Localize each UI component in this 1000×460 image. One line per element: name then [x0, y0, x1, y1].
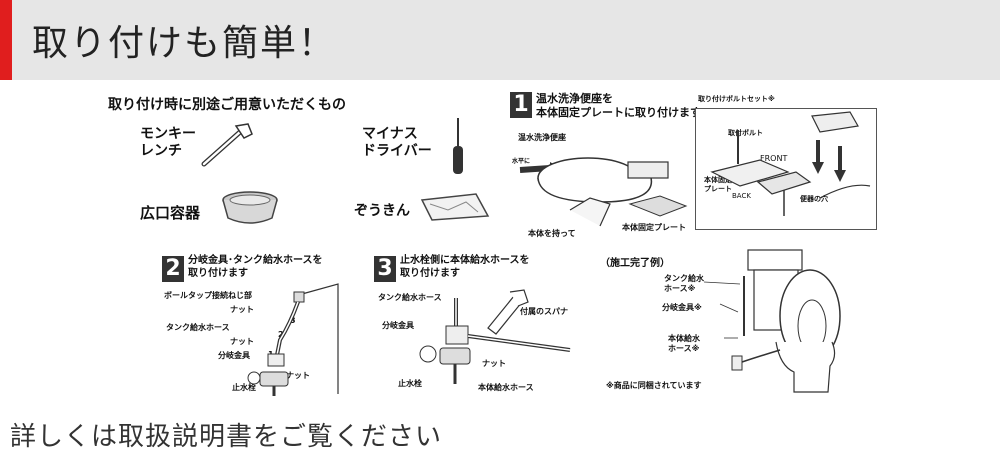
example-body-hose-label: 本体給水 ホース※: [668, 334, 700, 353]
nut1-label: ナット: [230, 305, 254, 314]
cloth-label: ぞうきん: [354, 203, 410, 219]
example-leader-lines: [703, 281, 741, 339]
hole-label: 便器の穴: [800, 195, 828, 203]
header-accent: [0, 0, 12, 80]
nut2-label: ナット: [230, 337, 254, 346]
page-title: 取り付けも簡単！: [32, 23, 337, 64]
nut-label-3: ナット: [482, 359, 506, 368]
bolt-label: 取付ボルト: [728, 129, 763, 137]
example-branch-label: 分岐金具※: [662, 303, 702, 312]
branch-label: 分岐金具: [218, 351, 250, 360]
tank-hose-label: タンク給水ホース: [166, 323, 230, 332]
stop-valve-label-3: 止水栓: [398, 379, 422, 388]
nut3-label: ナット: [286, 371, 310, 380]
toilet-illustration: [731, 249, 841, 393]
step2-n3: 3: [290, 316, 296, 325]
step3-title: 止水栓側に本体給水ホースを 取り付けます: [400, 255, 530, 279]
screwdriver-icon: [453, 118, 463, 174]
tank-hose-label-3: タンク給水ホース: [378, 293, 442, 302]
body-hose-label: 本体給水ホース: [478, 383, 534, 392]
back-label: BACK: [732, 192, 751, 200]
header-bar: 取り付けも簡単！: [0, 0, 1000, 80]
screwdriver-label: マイナス ドライバー: [362, 126, 432, 159]
step2-title: 分岐金具･タンク給水ホースを 取り付けます: [188, 255, 323, 279]
example-note: ※商品に同梱されています: [606, 381, 702, 390]
stop-valve-label-2: 止水栓: [232, 383, 256, 392]
installation-figure: 取り付け時に別途ご用意いただくもの モンキー レンチ マイナス ドライバー 広口…: [100, 88, 880, 398]
step1-number: 1: [510, 92, 532, 118]
horizontal-label: 水平に: [512, 158, 531, 165]
step2-number: 2: [162, 256, 184, 282]
plate-label: 本体固定プレート: [622, 223, 686, 232]
step2-illustration: [247, 283, 339, 396]
ball-tap-label: ボールタップ接続ねじ部: [164, 291, 252, 300]
bolt-set-label: 取り付けボルトセット※: [698, 95, 775, 103]
step2-n2: 2: [278, 330, 284, 339]
container-label: 広口容器: [140, 204, 201, 222]
footer-note: 詳しくは取扱説明書をご覧ください: [10, 422, 443, 452]
seat-illustration: [519, 157, 688, 227]
cloth-icon: [420, 193, 490, 221]
fixed-plate-label: 本体固定 プレート: [704, 176, 732, 193]
step3-number: 3: [374, 256, 396, 282]
example-tank-hose-label: タンク給水 ホース※: [664, 274, 704, 293]
wrench-icon: [201, 123, 253, 167]
step3-illustration: [419, 289, 571, 384]
spanner-label: 付属のスパナ: [520, 307, 568, 316]
wrench-label: モンキー レンチ: [140, 126, 196, 159]
seat-label: 温水洗浄便座: [518, 133, 566, 142]
container-icon: [222, 191, 278, 224]
branch-label-3: 分岐金具: [382, 321, 414, 330]
hold-label: 本体を持って: [528, 229, 576, 238]
example-title: （施工完了例）: [600, 258, 670, 269]
step1-title: 温水洗浄便座を 本体固定プレートに取り付けます: [536, 92, 701, 119]
bolt-detail-illustration: [710, 111, 871, 216]
tools-heading: 取り付け時に別途ご用意いただくもの: [108, 97, 346, 113]
front-label: FRONT: [760, 154, 788, 163]
